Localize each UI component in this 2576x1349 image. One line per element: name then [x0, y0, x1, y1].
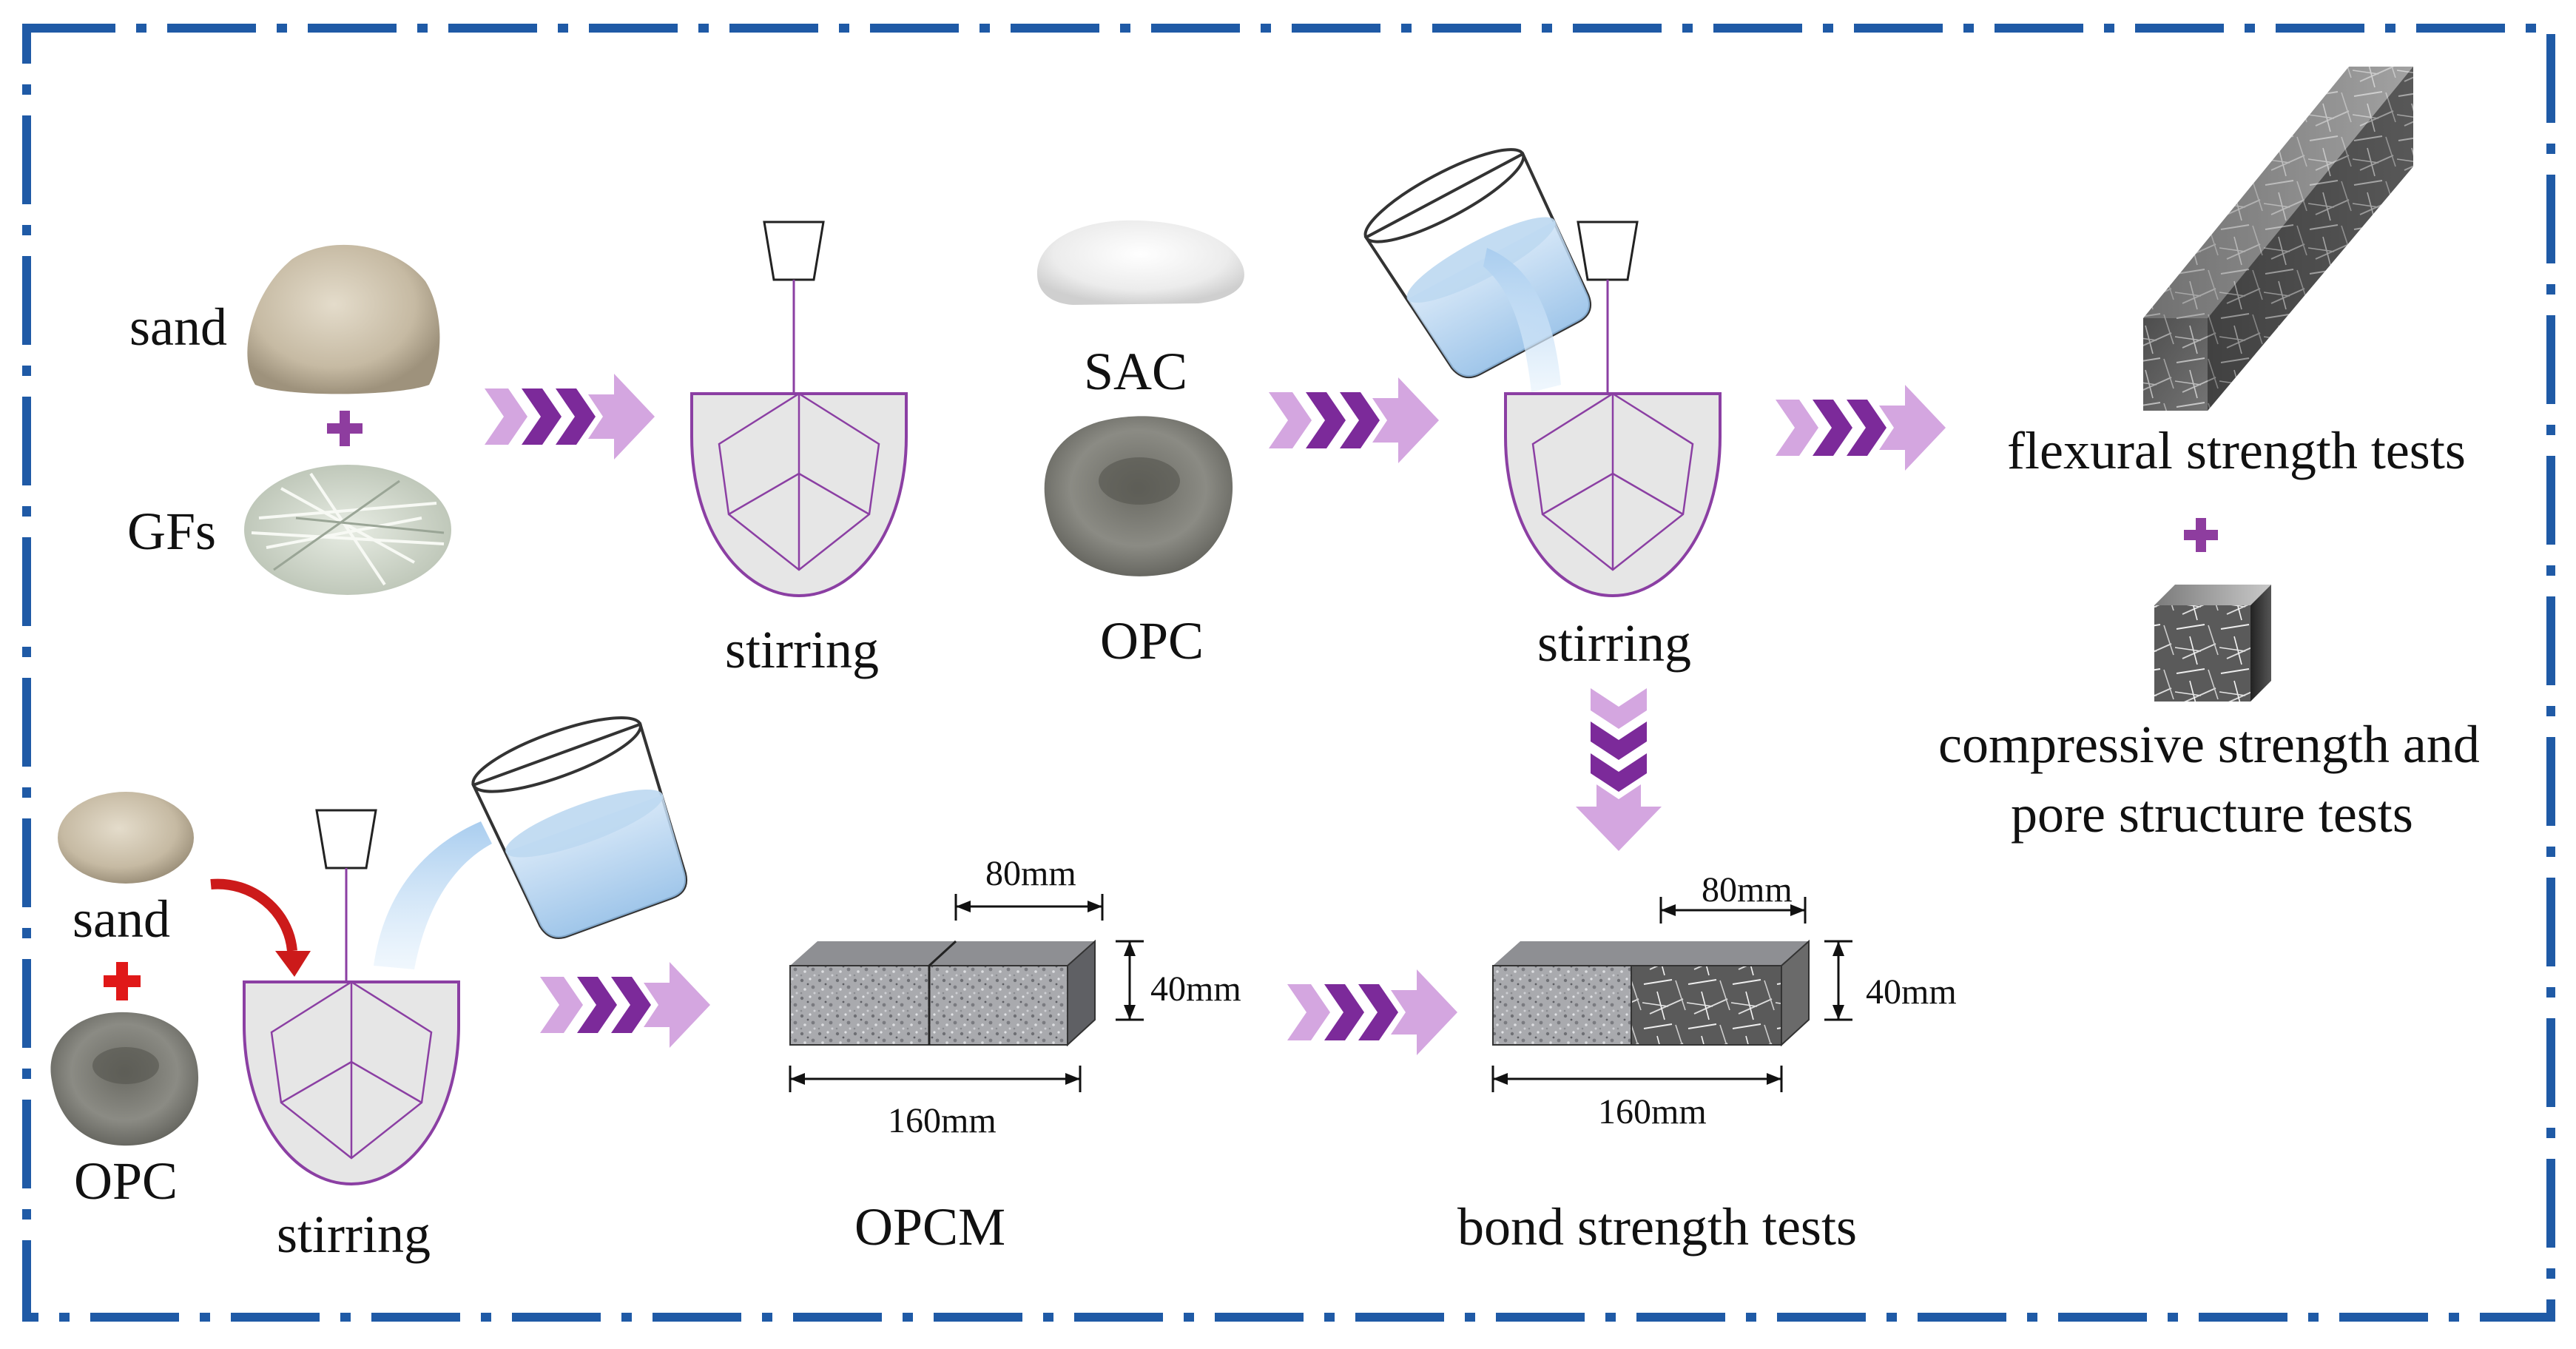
stirring-3-label: stirring: [277, 1205, 431, 1264]
plus-icon: [2184, 518, 2218, 552]
sac-label: SAC: [1084, 342, 1187, 401]
stirring-1-label: stirring: [725, 620, 879, 679]
pouring-beaker-icon: [471, 716, 687, 939]
stirring-2-label: stirring: [1537, 613, 1691, 673]
sand-pile-icon: [247, 244, 440, 394]
bond-label: bond strength tests: [1457, 1197, 1857, 1257]
chevron-arrow-icon: [1576, 688, 1662, 851]
opcm-height-dim: 40mm: [1150, 969, 1241, 1009]
opcm-dimension-arrowheads: [790, 901, 1136, 1085]
fiber-beam-icon: [2143, 67, 2413, 411]
chevron-arrow-icon: [1776, 385, 1946, 471]
plus-icon: [104, 962, 141, 1000]
mixer-bowl-icon: [1504, 221, 1722, 598]
mortar-prism-icon: [789, 939, 1096, 1047]
gfs-label: GFs: [127, 502, 216, 561]
opcm-length-dim: 160mm: [888, 1101, 997, 1140]
bond-height-dim: 40mm: [1866, 972, 1957, 1012]
opc-powder-icon: [50, 1012, 199, 1146]
compressive-label-line1: compressive strength and: [1938, 715, 2480, 774]
flexural-label: flexural strength tests: [2007, 421, 2466, 480]
mortar-prism-icon: [1492, 939, 1810, 1047]
chevron-arrow-icon: [485, 374, 655, 460]
fiber-cube-icon: [2154, 585, 2271, 702]
mixer-bowl-icon: [690, 221, 908, 598]
glass-fibers-icon: [244, 465, 451, 595]
dashed-frame: [22, 24, 2555, 1322]
opcm-half-dim: 80mm: [985, 854, 1076, 893]
opc-label-2: OPC: [74, 1151, 178, 1211]
chevron-arrow-icon: [540, 962, 710, 1048]
bond-half-dim: 80mm: [1702, 870, 1793, 909]
bond-length-dim: 160mm: [1598, 1092, 1707, 1131]
sand-label: sand: [129, 297, 227, 357]
compressive-label-line2: pore structure tests: [2011, 784, 2413, 844]
opc-powder-icon: [1044, 416, 1233, 576]
mixer-bowl-icon: [243, 809, 460, 1186]
curved-arrow-icon: [210, 878, 311, 977]
water-stream-icon: [374, 821, 492, 969]
sac-powder-icon: [1036, 220, 1244, 305]
sand-label-2: sand: [73, 889, 170, 949]
opcm-label: OPCM: [854, 1197, 1005, 1257]
plus-icon: [327, 411, 363, 446]
pouring-beaker-icon: [1363, 148, 1591, 379]
chevron-arrow-icon: [1287, 969, 1457, 1055]
chevron-arrow-icon: [1269, 377, 1439, 463]
opc-label: OPC: [1100, 611, 1204, 670]
sand-pile-icon: [58, 792, 194, 884]
bond-dimension-arrowheads: [1493, 904, 1844, 1085]
water-stream-icon: [1483, 248, 1561, 392]
